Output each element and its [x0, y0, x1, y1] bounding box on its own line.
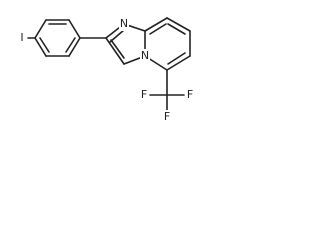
bond-c3-c2 [105, 37, 125, 65]
bond-ph-4 [68, 37, 81, 57]
bond-ph-6 [34, 37, 47, 57]
nitrogen-bridge-label-bg [140, 49, 150, 63]
nitrogen-imidazole-label: N [120, 17, 128, 30]
fluorine-left-label: F [141, 88, 147, 101]
chemical-structure: I N N F F F [17, 17, 195, 124]
fluorine-bottom-label: F [164, 110, 170, 123]
bond-ph-double-c [39, 37, 50, 53]
iodine-label: I [20, 31, 23, 44]
bond-c8-c7-double [167, 23, 186, 35]
bond-c6-c5-double [167, 52, 186, 65]
fluorine-bottom-label-bg [162, 110, 172, 124]
iodine-label-bg [17, 31, 27, 45]
bond-ph-1 [34, 19, 47, 39]
fluorine-left-label-bg [139, 88, 149, 102]
structure-canvas: I N N F F F [0, 0, 230, 132]
bond-c8-c7 [166, 17, 191, 32]
bond-c6-c5 [166, 55, 191, 71]
fluorine-right-label-bg [185, 88, 195, 102]
nitrogen-bridge-label: N [141, 49, 149, 62]
bond-ph-3 [68, 19, 81, 39]
fluorine-right-label: F [187, 88, 193, 101]
bond-c8a-c8 [144, 17, 168, 32]
bond-c2-n1-double [109, 29, 125, 43]
bond-ph-double-b [65, 37, 76, 53]
nitrogen-imidazole-label-bg [119, 17, 129, 31]
bond-c3-c2-double [110, 39, 125, 59]
bond-c8a-c8-double [149, 23, 167, 35]
